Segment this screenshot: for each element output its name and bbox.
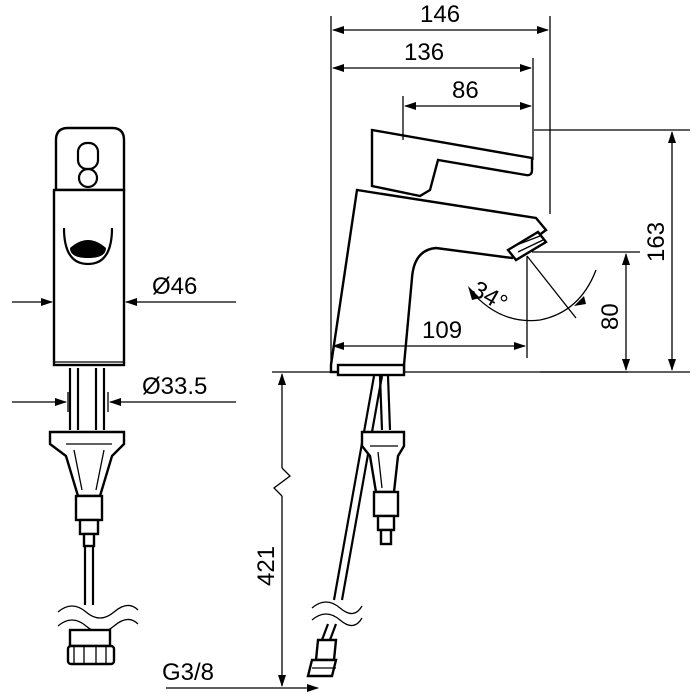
- spray-angle-label: 34°: [467, 276, 512, 318]
- dim-109-label: 109: [422, 317, 462, 344]
- front-break-icon: [57, 604, 139, 633]
- lever-indicator-icon: [76, 141, 100, 189]
- side-base-foot: [336, 363, 406, 377]
- front-view: Ø46 Ø33.5: [12, 126, 236, 666]
- dim-136-label: 136: [404, 39, 444, 66]
- dim-421-break-icon: [273, 467, 291, 497]
- thread-label: G3/8: [162, 659, 214, 686]
- spray-angle-arc: [469, 269, 597, 322]
- side-connector: [306, 623, 338, 678]
- side-view: 146 136 86 163 80 109 34° 421: [162, 1, 690, 692]
- dim-146-label: 146: [420, 1, 460, 28]
- aerator-icon: [62, 227, 114, 266]
- side-mounting-bracket: [360, 430, 406, 546]
- side-hoses: [332, 375, 392, 601]
- side-handle: [370, 128, 534, 198]
- dim-163-label: 163: [643, 222, 670, 262]
- side-faucet-body: [329, 188, 548, 374]
- front-body: [52, 188, 126, 367]
- spray-angle-ray: [526, 255, 577, 319]
- front-mounting-bracket: [48, 430, 126, 548]
- front-top-cap: [54, 126, 126, 192]
- side-break-icon: [311, 601, 363, 627]
- front-connectors: [66, 628, 116, 666]
- dim-80-label: 80: [597, 303, 624, 330]
- diameter-46-label: Ø46: [152, 273, 197, 300]
- dim-86-label: 86: [452, 77, 479, 104]
- side-aerator: [506, 230, 548, 262]
- dim-421-label: 421: [253, 546, 280, 586]
- diameter-33-label: Ø33.5: [142, 373, 207, 400]
